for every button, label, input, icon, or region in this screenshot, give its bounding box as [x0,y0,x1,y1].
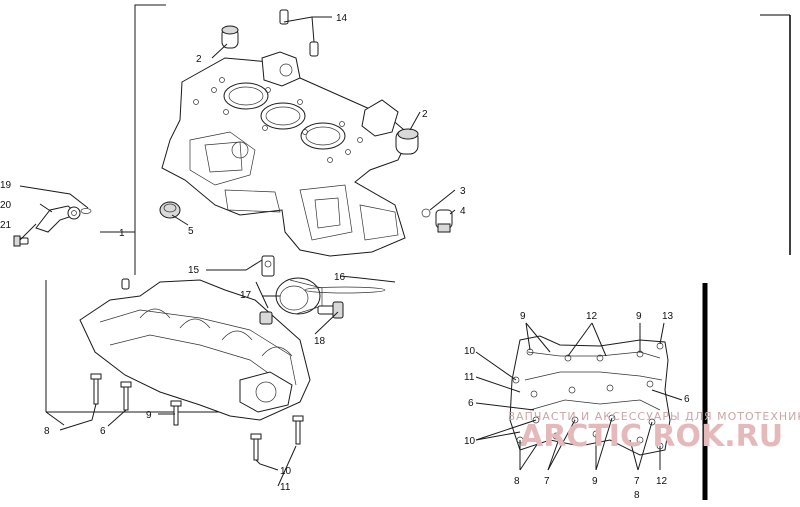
callout-15: 15 [188,265,200,276]
frame-lines [45,4,791,500]
callout-19: 19 [0,180,12,191]
inset-callout-6-right: 6 [684,394,690,405]
watermark-logo: ARCTIC ROK.RU [520,419,783,454]
callout-20: 20 [0,200,12,211]
callout-6: 6 [100,426,106,437]
watermark-subtitle: ЗАПЧАСТИ И АКСЕССУАРЫ ДЛЯ МОТОТЕХНИКИ [508,410,800,423]
callout-18: 18 [314,336,326,347]
inset-callout-9-b: 9 [636,311,642,322]
oil-filter-assembly [259,255,386,325]
inset-callout-12-top: 12 [586,311,598,322]
inset-callout-10-b: 10 [464,436,476,447]
callout-2-left: 2 [196,54,202,65]
callout-1: 1 [119,228,125,239]
callout-2-right: 2 [422,109,428,120]
leader-lines [19,16,456,487]
inset-callout-13: 13 [662,311,674,322]
oil-tube-parts [13,201,181,247]
callout-5: 5 [188,226,194,237]
callout-16: 16 [334,272,346,283]
callout-10: 10 [280,466,292,477]
inset-callout-11: 11 [464,372,475,383]
inset-callout-7-right: 7 [634,476,640,487]
callout-21: 21 [0,220,12,231]
lower-crankcase [79,278,311,461]
bolt-pattern-inset: 9 12 9 13 10 11 6 6 10 8 7 9 7 8 12 [464,311,690,501]
inset-callout-9-a: 9 [520,311,526,322]
callout-17: 17 [240,290,252,301]
watermark: ЗАПЧАСТИ И АКСЕССУАРЫ ДЛЯ МОТОТЕХНИКИ AR… [508,410,800,454]
plug-parts [421,208,453,233]
callout-14: 14 [336,13,348,24]
inset-callout-10-a: 10 [464,346,476,357]
cylinder-block [161,9,419,257]
callout-9: 9 [146,410,152,421]
inset-callout-8-right: 8 [634,490,640,501]
inset-callout-9-c: 9 [592,476,598,487]
inset-callout-6-left: 6 [468,398,474,409]
inset-callout-12-bottom: 12 [656,476,668,487]
inset-callout-8-left: 8 [514,476,520,487]
callout-3: 3 [460,186,466,197]
callout-labels: 2 2 14 3 4 5 19 20 21 1 15 16 17 18 8 6 … [0,13,466,493]
callout-4: 4 [460,206,466,217]
inset-callout-7-left: 7 [544,476,550,487]
callout-11: 11 [280,482,291,493]
callout-8: 8 [44,426,50,437]
